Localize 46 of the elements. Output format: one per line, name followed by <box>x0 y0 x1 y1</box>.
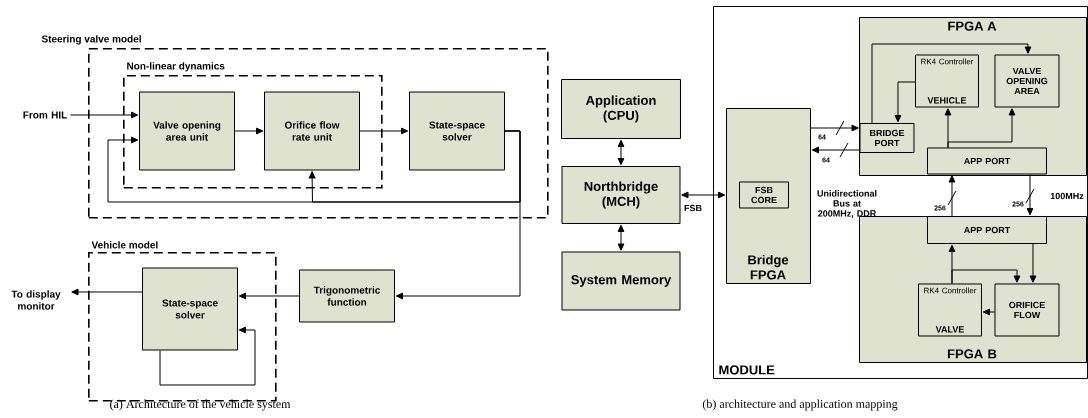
arrow <box>871 43 1032 124</box>
arrow <box>71 288 143 296</box>
process-box: Valve opening area unit <box>139 91 235 171</box>
controller-box: RK4 Controller VEHICLE <box>915 54 979 108</box>
bus-note: Unidirectional Bus at 200MHz, DDR <box>817 190 877 218</box>
arrow <box>359 127 409 135</box>
arrow <box>811 142 860 158</box>
process-box: Northbridge (MCH) <box>561 166 681 224</box>
arrow <box>947 175 957 217</box>
signal-text: From HIL <box>23 111 67 119</box>
node-label: Vehicle model <box>91 241 158 249</box>
arrow <box>1025 174 1035 216</box>
process-box: APP PORT <box>927 147 1047 175</box>
process-box: Orifice flow rate unit <box>264 91 360 171</box>
arrow <box>617 224 625 251</box>
arrow <box>894 81 916 123</box>
process-box: BRIDGE PORT <box>859 123 915 153</box>
process-box: Application (CPU) <box>561 79 681 139</box>
arrow <box>1029 243 1037 283</box>
arrow <box>810 120 859 136</box>
process-box: APP PORT <box>927 216 1047 244</box>
arrow <box>617 139 625 166</box>
arrow <box>982 308 995 316</box>
process-box: State-space solver <box>142 267 238 351</box>
arrow <box>681 191 726 199</box>
node-label: Steering valve model <box>41 35 141 45</box>
process-box: System Memory <box>561 251 681 311</box>
process-box: FSB CORE <box>739 181 789 209</box>
arrow <box>951 269 1021 284</box>
caption: (b) architecture and application mapping <box>702 399 898 411</box>
edge-label: FSB <box>683 203 703 213</box>
node-label: Non-linear dynamics <box>127 62 225 72</box>
process-box: VALVE OPENING AREA <box>994 54 1060 108</box>
process-box: State-space solver <box>409 91 505 171</box>
signal-text: To display monitor <box>11 290 61 310</box>
arrow <box>238 292 300 300</box>
controller-box: RK4 Controller VALVE <box>918 283 982 337</box>
frequency-label: 100MHz <box>1050 192 1084 200</box>
process-box: Trigonometric function <box>299 269 395 323</box>
process-box: ORIFICE FLOW <box>994 283 1060 337</box>
arrow <box>159 326 256 386</box>
caption: (a) Architecture of the vehicle system <box>110 399 291 411</box>
arrow <box>395 130 521 300</box>
arrow <box>234 127 264 135</box>
arrow <box>70 111 139 119</box>
arrow <box>947 108 1016 148</box>
